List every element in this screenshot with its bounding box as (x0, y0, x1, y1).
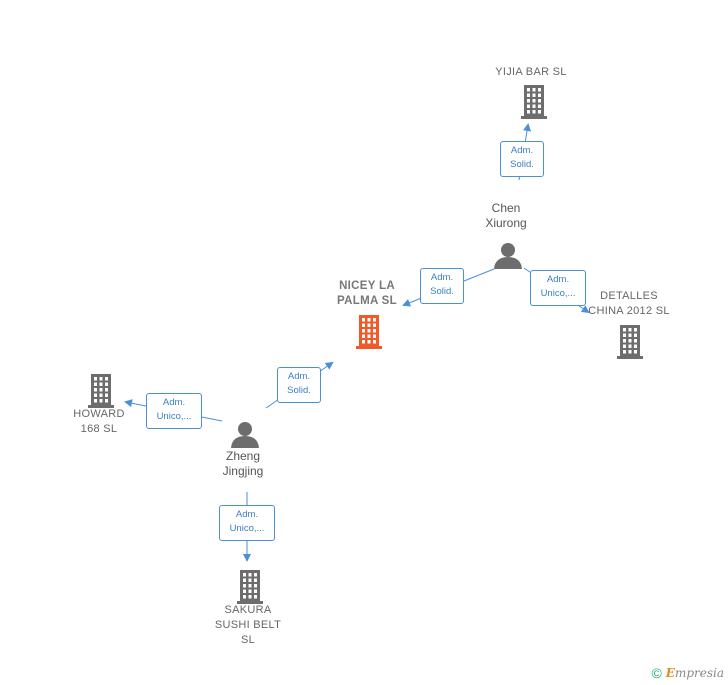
brand-initial: E (665, 666, 675, 680)
brand-rest: mpresia (674, 666, 724, 680)
node-label-line: DETALLES (600, 290, 658, 302)
edge-label-line: Unico,... (156, 411, 192, 422)
node-label-line: CHINA 2012 SL (588, 305, 670, 317)
brand-logo: Empresia (666, 666, 724, 680)
chen-person-icon[interactable] (494, 243, 522, 269)
node-label-line: SAKURA (224, 604, 272, 616)
edge-label-line: Adm. (162, 397, 186, 408)
edge-label-line: Solid. (287, 385, 311, 396)
edge-label-zheng-howard[interactable]: Adm. Unico,... (146, 393, 202, 429)
edge-label-line: Solid. (430, 286, 454, 297)
node-label-line: Jingjing (222, 464, 264, 478)
edge-label-line: Adm. (510, 145, 534, 156)
edge-label-line: Adm. (287, 371, 311, 382)
edge-label-line: Unico,... (540, 288, 576, 299)
node-label-howard[interactable]: HOWARD 168 SL (59, 407, 139, 437)
node-label-line: HOWARD (73, 408, 125, 420)
nodes-layer (88, 85, 643, 604)
node-label-line: Zheng (225, 449, 261, 463)
detalles-building-icon[interactable] (617, 325, 643, 359)
nicey-building-icon[interactable] (356, 315, 382, 349)
edge-label-line: Adm. (430, 272, 454, 283)
edge-label-zheng-nicey[interactable]: Adm. Solid. (277, 367, 321, 403)
node-label-yijia[interactable]: YIJIA BAR SL (481, 65, 581, 80)
node-label-line: SUSHI BELT (214, 619, 282, 631)
howard-building-icon[interactable] (88, 374, 114, 408)
node-label-nicey[interactable]: NICEY LA PALMA SL (322, 279, 412, 309)
copyright-icon: © (651, 665, 662, 681)
edge-label-line: Adm. (235, 509, 259, 520)
node-label-line: PALMA SL (337, 295, 397, 307)
zheng-person-icon[interactable] (231, 422, 259, 448)
edge-label-zheng-sakura[interactable]: Adm. Unico,... (219, 505, 275, 541)
node-label-line: NICEY LA (339, 280, 395, 292)
edge-label-chen-yijia[interactable]: Adm. Solid. (500, 141, 544, 177)
node-label-detalles[interactable]: DETALLES CHINA 2012 SL (574, 289, 684, 319)
footer: © Empresia (651, 665, 724, 681)
node-label-line: YIJIA BAR SL (495, 66, 567, 78)
yijia-building-icon[interactable] (521, 85, 547, 119)
edge-label-chen-nicey[interactable]: Adm. Solid. (420, 268, 464, 304)
edge-label-line: Solid. (510, 159, 534, 170)
node-label-line: 168 SL (80, 423, 118, 435)
edge-label-line: Unico,... (229, 523, 265, 534)
node-label-line: SL (240, 634, 256, 646)
edge-label-chen-detalles[interactable]: Adm. Unico,... (530, 270, 586, 306)
node-label-sakura[interactable]: SAKURA SUSHI BELT SL (203, 603, 293, 648)
edges-layer (124, 123, 590, 562)
edge-label-line: Adm. (546, 274, 570, 285)
node-label-line: Chen (491, 201, 521, 215)
sakura-building-icon[interactable] (237, 570, 263, 604)
node-label-line: Xiurong (485, 216, 527, 230)
